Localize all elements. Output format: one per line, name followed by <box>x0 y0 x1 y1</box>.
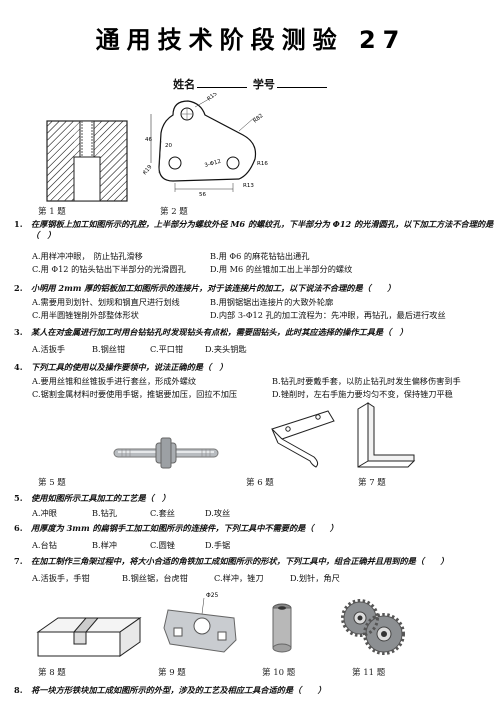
q6-option-b: B.样冲 <box>92 540 117 550</box>
q4-option-a: A.要用丝锥和丝锥扳手进行套丝，形成外螺纹 <box>32 376 197 386</box>
dim-r13: R13 <box>243 183 254 189</box>
dim-phi12: 3-Φ12 <box>204 159 222 169</box>
id-label: 学号 <box>252 78 275 91</box>
dim-46: 46 <box>145 137 152 143</box>
question-3-number: 3. <box>14 327 23 337</box>
q7-option-a: A.活扳手，手钳 <box>32 573 90 583</box>
figure-5-tap-wrench <box>113 437 219 469</box>
caption-q8: 第 8 题 <box>38 668 66 678</box>
dim-r15: R15 <box>206 93 219 103</box>
id-blank <box>276 77 327 88</box>
q3-option-a: A.活扳手 <box>32 344 66 354</box>
q4-option-d: D.锉削时，左右手施力要均匀不变，保持锉刀平稳 <box>272 389 453 399</box>
q5-option-a: A.冲眼 <box>32 508 57 518</box>
question-2-number: 2. <box>14 283 23 293</box>
caption-q2: 第 2 题 <box>160 207 188 217</box>
question-4: 4. 下列工具的使用以及操作要领中，说法正确的是（ ） <box>14 362 494 373</box>
q7-option-d: D.划针，角尺 <box>290 573 340 583</box>
figure-9-sheet-part: Φ25 <box>163 592 237 653</box>
q5-option-c: C.套丝 <box>150 508 175 518</box>
question-5: 5. 使用如图所示工具加工的工艺是（ ） <box>14 493 494 504</box>
question-8: 8. 将一块方形铁块加工成如图所示的外型，涉及的工艺及相应工具合适的是（ ） <box>14 685 494 696</box>
question-6: 6. 用厚度为 3mm 的扁钢手工加工如图所示的连接件，下列工具中不需要的是（ … <box>14 523 494 534</box>
q2-option-a: A.需要用到划针、划规和钢直尺进行划线 <box>32 297 180 307</box>
caption-q7: 第 7 题 <box>358 478 386 488</box>
q1-option-a: A.用样冲冲眼， 防止钻孔滑移 <box>32 251 143 261</box>
question-1: 1. 在厚钢板上加工如图所示的孔腔，上半部分为螺纹外径 M6 的螺纹孔，下半部分… <box>14 219 494 241</box>
dim-r82: R82 <box>252 113 264 125</box>
q4-option-b: B.钻孔时要戴手套，以防止钻孔时发生偏移伤害到手 <box>272 376 461 386</box>
page-title: 通用技术阶段测验 27 <box>95 26 407 54</box>
q1-option-b: B.用 Φ6 的麻花钻钻出通孔 <box>210 251 310 261</box>
q3-option-b: B.钢丝钳 <box>92 344 126 354</box>
q3-option-d: D.夹头钥匙 <box>205 344 247 354</box>
question-6-text: 用厚度为 3mm 的扁钢手工加工如图所示的连接件，下列工具中不需要的是（ ） <box>31 523 339 533</box>
caption-q10: 第 10 题 <box>262 668 296 678</box>
q4-option-c: C.锯割金属材料时要使用手锯，推锯要加压，回拉不加压 <box>32 389 238 399</box>
q7-option-c: C.样冲，锉刀 <box>214 573 264 583</box>
caption-q6: 第 6 题 <box>246 478 274 488</box>
q2-option-d: D.内部 3-Φ12 孔的加工流程为：先冲眼，再钻孔，最后进行攻丝 <box>210 310 446 320</box>
question-5-text: 使用如图所示工具加工的工艺是（ ） <box>31 493 171 503</box>
figure-10-bushing <box>272 603 292 653</box>
question-5-number: 5. <box>14 493 23 503</box>
caption-q9: 第 9 题 <box>158 668 186 678</box>
question-4-text: 下列工具的使用以及操作要领中，说法正确的是（ ） <box>31 362 228 372</box>
figure-11-gears <box>341 599 405 655</box>
q6-option-a: A.台钻 <box>32 540 57 550</box>
dim-phi25: Φ25 <box>206 592 219 599</box>
dim-20: 20 <box>165 143 172 149</box>
question-3-text: 某人在对金属进行加工时用台钻钻孔时发现钻头有点松，需要固钻头，此时其应选择的操作… <box>31 327 408 337</box>
q1-option-c: C.用 Φ12 的钻头钻出下半部分的光滑圆孔 <box>32 264 186 274</box>
name-blank <box>197 77 248 88</box>
question-3: 3. 某人在对金属进行加工时用台钻钻孔时发现钻头有点松，需要固钻头，此时其应选择… <box>14 327 494 338</box>
question-2: 2. 小明用 2mm 厚的铝板加工如图所示的连接片，对于该连接片的加工，以下说法… <box>14 283 494 294</box>
caption-q11: 第 11 题 <box>352 668 386 678</box>
name-label: 姓名 <box>173 78 196 91</box>
figure-8-block <box>36 617 142 657</box>
dim-r19: R19 <box>143 164 154 177</box>
question-6-number: 6. <box>14 523 23 533</box>
question-7: 7. 在加工制作三角架过程中，将大小合适的角铁加工成如图所示的形状，下列工具中，… <box>14 556 494 567</box>
q7-option-b: B.钢丝锯，台虎钳 <box>122 573 188 583</box>
figure-7-angle-iron <box>357 402 416 468</box>
q5-option-b: B.钻孔 <box>92 508 117 518</box>
caption-q1: 第 1 题 <box>38 207 66 217</box>
question-8-number: 8. <box>14 685 23 695</box>
question-1-number: 1. <box>14 219 23 229</box>
question-7-number: 7. <box>14 556 23 566</box>
q5-option-d: D.攻丝 <box>205 508 231 518</box>
question-8-text: 将一块方形铁块加工成如图所示的外型，涉及的工艺及相应工具合适的是（ ） <box>31 685 326 695</box>
name-id-row: 姓名 学号 <box>0 76 502 92</box>
q3-option-c: C.平口钳 <box>150 344 184 354</box>
question-4-number: 4. <box>14 362 23 372</box>
q1-option-d: D.用 M6 的丝锥加工出上半部分的螺纹 <box>210 264 353 274</box>
q2-option-b: B.用钢锯锯出连接片的大致外轮廓 <box>210 297 334 307</box>
question-2-text: 小明用 2mm 厚的铝板加工如图所示的连接片，对于该连接片的加工，以下说法不合理… <box>31 283 396 293</box>
figure-2-connecting-plate: R15 46 20 R82 3-Φ12 R19 56 R13 R16 <box>143 93 268 198</box>
dim-56: 56 <box>199 192 206 198</box>
q6-option-c: C.圆锉 <box>150 540 175 550</box>
q6-option-d: D.手锯 <box>205 540 231 550</box>
figure-6-hook-connector <box>271 410 335 468</box>
figure-1-hole-section <box>46 120 128 202</box>
question-7-text: 在加工制作三角架过程中，将大小合适的角铁加工成如图所示的形状，下列工具中，组合正… <box>31 556 449 566</box>
caption-q5: 第 5 题 <box>38 478 66 488</box>
question-1-text: 在厚钢板上加工如图所示的孔腔，上半部分为螺纹外径 M6 的螺纹孔，下半部分为 Φ… <box>31 219 494 240</box>
q2-option-c: C.用半圆锉锉削外部整体形状 <box>32 310 139 320</box>
dim-r16: R16 <box>257 161 268 167</box>
